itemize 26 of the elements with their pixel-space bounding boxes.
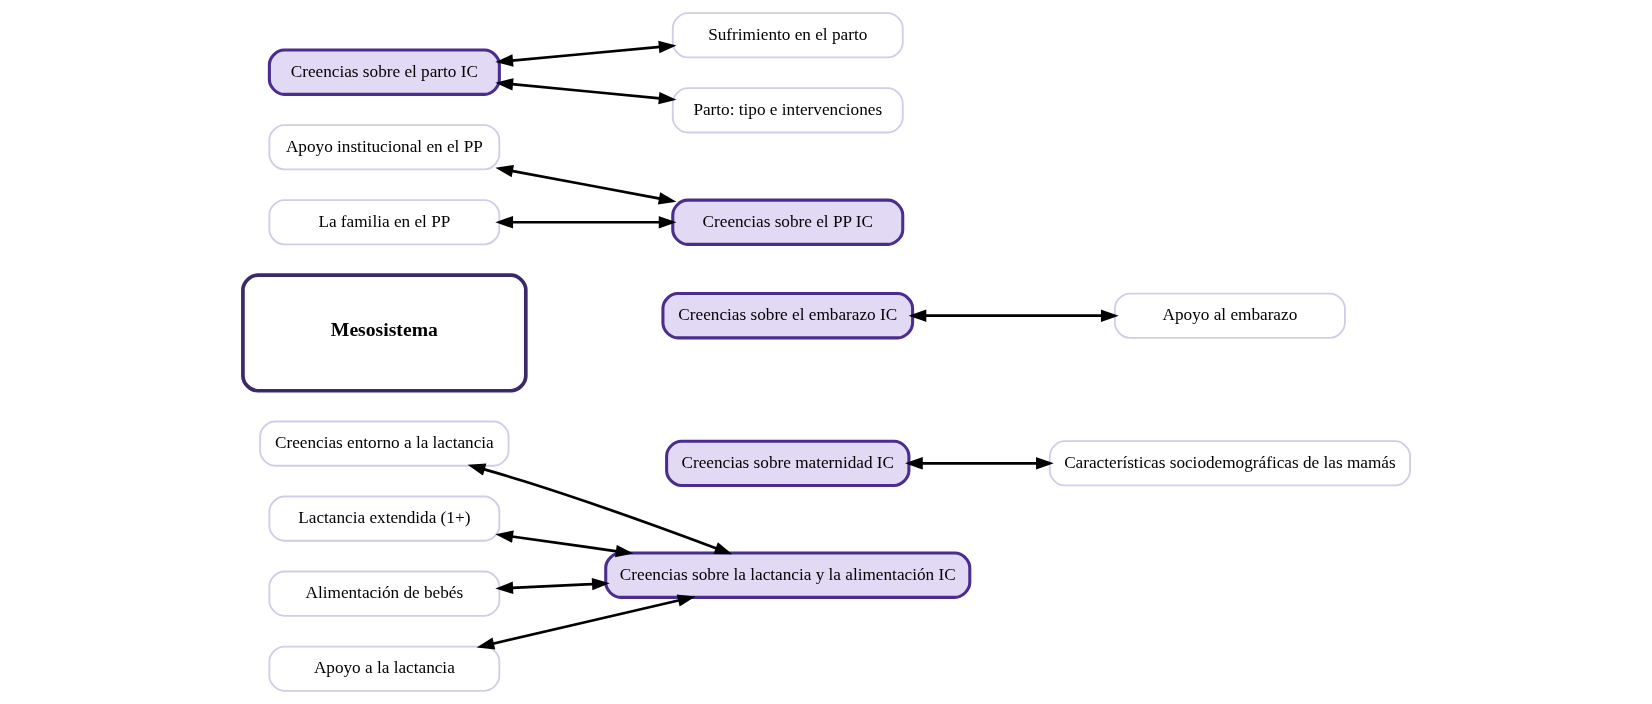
node-box: La familia en el PP (267, 199, 500, 246)
node-box: Apoyo al embarazo (1113, 292, 1346, 339)
node-box: Creencias sobre el embarazo IC (660, 292, 914, 340)
node-box: Creencias sobre maternidad IC (664, 439, 910, 487)
arrow (494, 78, 676, 105)
arrow (904, 457, 1054, 470)
node-box: Creencias sobre el parto IC (267, 48, 501, 96)
node-box: Creencias sobre la lactancia y la alimentación IC (603, 551, 971, 599)
arrow (476, 594, 695, 650)
arrow (494, 530, 633, 558)
arrow (467, 463, 732, 555)
node-box: Sufrimiento en el parto (671, 12, 904, 59)
arrow (494, 164, 676, 205)
arrow (494, 577, 610, 594)
node-box: Creencias sobre el PP IC (670, 198, 904, 246)
arrow (908, 309, 1119, 322)
node-box: Parto: tipo e intervenciones (671, 87, 904, 134)
arrow (494, 40, 676, 67)
node-box: Creencias entorno a la lactancia (258, 420, 509, 467)
node-box: Alimentación de bebés (267, 570, 500, 617)
node-box: Apoyo institucional en el PP (267, 124, 500, 171)
node-box: Características sociodemográficas de las mamás (1048, 440, 1411, 487)
node-box: Lactancia extendida (1+) (267, 495, 500, 542)
node-box: Mesosistema (240, 273, 528, 393)
arrow (494, 216, 677, 229)
node-box: Apoyo a la lactancia (267, 645, 500, 692)
